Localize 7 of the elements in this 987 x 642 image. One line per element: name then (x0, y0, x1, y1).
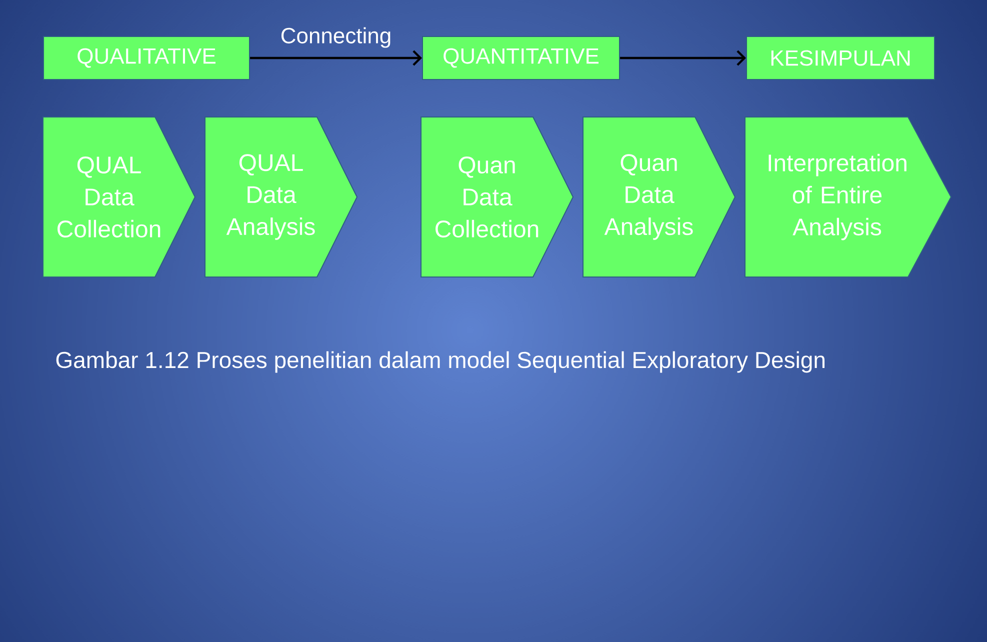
label-box: QUALITATIVE (43, 36, 250, 80)
caption: Gambar 1.12 Proses penelitian dalam model Sequential Exploratory Design (56, 351, 824, 373)
arrow (620, 50, 746, 66)
label-box: KESIMPULAN (746, 36, 936, 80)
label-box: QUANTITATIVE (422, 36, 620, 80)
arrow (250, 50, 422, 66)
edge-label: Connecting (281, 27, 390, 48)
